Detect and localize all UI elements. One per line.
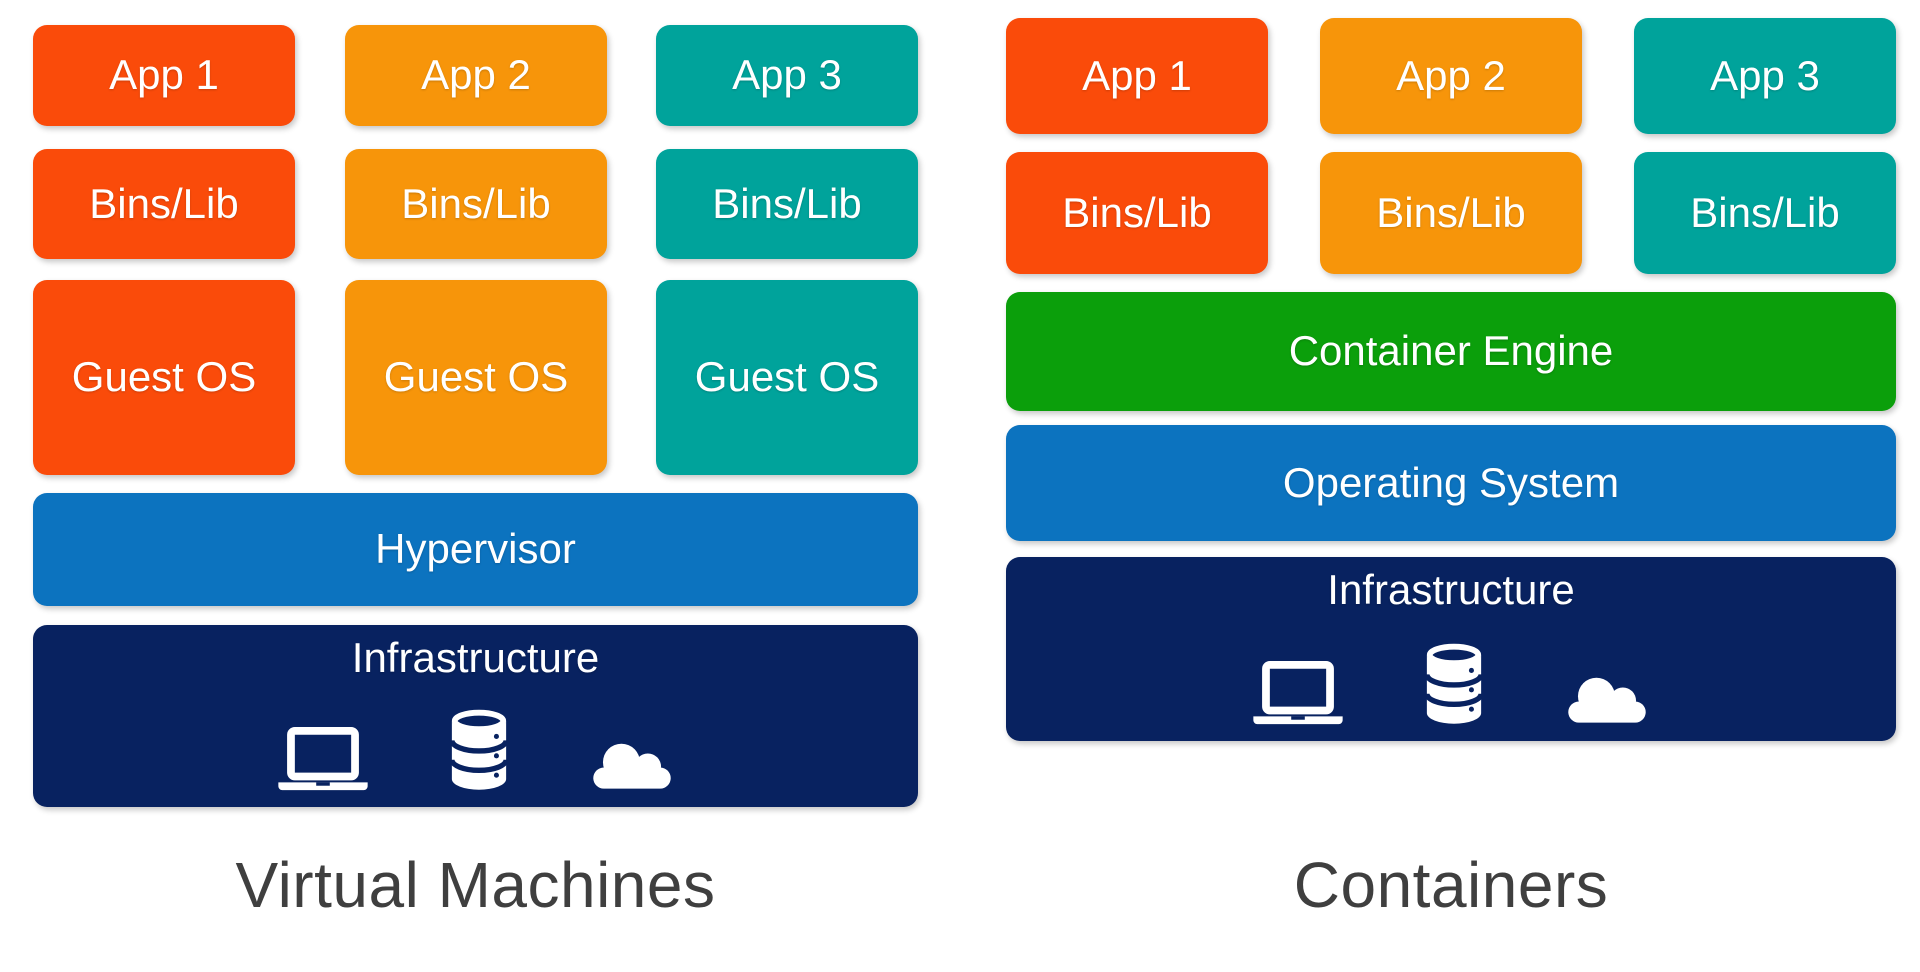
vm-bins1-block: Bins/Lib [33,149,295,259]
vm-bins1-label: Bins/Lib [89,179,239,227]
container-infrastructure-label: Infrastructure [1327,566,1575,613]
hypervisor-block: Hypervisor [33,493,918,606]
container-bins1-block: Bins/Lib [1006,152,1268,274]
vm-app2-label: App 2 [421,51,531,99]
container-app2-label: App 2 [1396,51,1506,99]
container-app3-label: App 3 [1710,51,1820,99]
vm-guestos3-block: Guest OS [656,280,918,475]
container-engine-label: Container Engine [1288,327,1614,375]
cloud-icon [592,743,671,789]
vm-guestos2-block: Guest OS [345,280,607,475]
hypervisor-label: Hypervisor [375,525,576,573]
vm-guestos1-label: Guest OS [71,353,257,401]
container-app1-block: App 1 [1006,18,1268,134]
vm-infrastructure-label: Infrastructure [351,634,600,681]
operating-system-block: Operating System [1006,425,1896,541]
laptop-icon [277,727,368,791]
vm-app1-label: App 1 [109,51,219,99]
vm-bins2-label: Bins/Lib [401,179,551,227]
container-engine-block: Container Engine [1006,292,1896,411]
vm-infrastructure-icons [276,683,676,807]
vm-bins3-block: Bins/Lib [656,149,918,259]
container-app2-block: App 2 [1320,18,1582,134]
container-bins2-label: Bins/Lib [1376,188,1526,236]
vm-guestos1-block: Guest OS [33,280,295,475]
operating-system-label: Operating System [1282,458,1620,506]
cloud-icon [1568,677,1646,723]
container-bins3-block: Bins/Lib [1634,152,1896,274]
vm-app3-block: App 3 [656,25,918,126]
vm-guestos3-label: Guest OS [694,353,880,401]
container-bins1-label: Bins/Lib [1062,188,1212,236]
database-icon [1424,643,1484,724]
vm-app1-block: App 1 [33,25,295,126]
vm-guestos2-label: Guest OS [383,353,569,401]
vm-section-title: Virtual Machines [235,849,716,921]
container-bins2-block: Bins/Lib [1320,152,1582,274]
vm-app3-label: App 3 [732,51,842,99]
container-infrastructure-block: Infrastructure [1006,557,1896,741]
vm-app2-block: App 2 [345,25,607,126]
containers-section-title: Containers [1293,849,1609,921]
vm-bins3-label: Bins/Lib [712,179,862,227]
vm-bins2-block: Bins/Lib [345,149,607,259]
database-icon [448,709,509,790]
container-bins3-label: Bins/Lib [1690,188,1840,236]
container-infrastructure-icons [1251,615,1651,741]
container-app3-block: App 3 [1634,18,1896,134]
container-app1-label: App 1 [1082,51,1192,99]
laptop-icon [1253,661,1343,725]
vm-infrastructure-block: Infrastructure [33,625,918,807]
